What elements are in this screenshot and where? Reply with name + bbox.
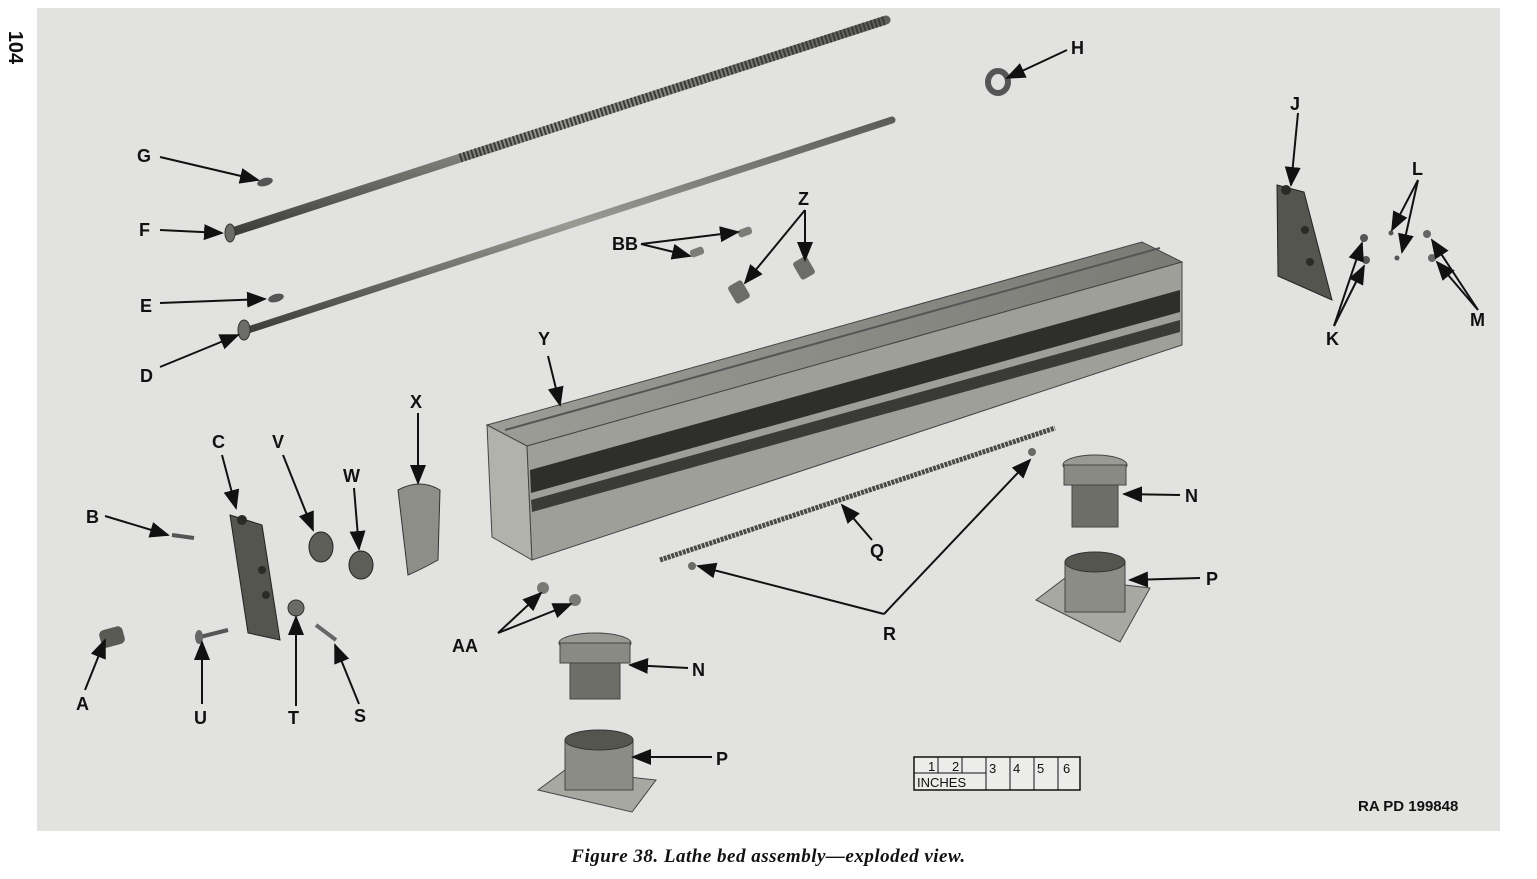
label-aa: AA	[452, 636, 478, 656]
pin-l2-part	[1394, 255, 1400, 261]
label-a: A	[76, 694, 89, 714]
inch-scale-ruler: 1 2 3 4 5 6 INCHES	[913, 756, 1081, 791]
screw-m1-part	[1423, 230, 1431, 238]
label-m: M	[1470, 310, 1485, 330]
screw-z1-part	[728, 280, 750, 304]
label-z: Z	[798, 189, 809, 209]
gear-v-part	[308, 531, 334, 563]
pin-bb2-part	[737, 226, 753, 238]
end-plate-j-part	[1276, 184, 1333, 301]
label-j: J	[1290, 94, 1300, 114]
reference-code: RA PD 199848	[1358, 798, 1458, 815]
label-d: D	[140, 366, 153, 386]
label-x: X	[410, 392, 422, 412]
label-l: L	[1412, 159, 1423, 179]
label-n2: N	[1185, 486, 1198, 506]
ball-aa2-part	[569, 594, 581, 606]
label-q: Q	[870, 541, 884, 561]
plug-n1-part	[558, 632, 632, 700]
end-plate-c-part	[229, 514, 281, 641]
pin-l1-part	[1388, 230, 1394, 236]
screw-m2-part	[1428, 254, 1436, 262]
washer-k1-part	[1360, 234, 1368, 242]
base-p1-part	[536, 729, 657, 813]
bracket-x-part	[397, 483, 441, 576]
pin-bb1-part	[689, 246, 705, 258]
label-b: B	[86, 507, 99, 527]
label-bb: BB	[612, 234, 638, 254]
plug-n2-part	[1062, 454, 1128, 528]
lead-screw-part	[224, 15, 891, 243]
nut-t-part	[287, 599, 305, 617]
ruler-tick-2: 2	[952, 759, 959, 774]
label-s: S	[354, 706, 366, 726]
label-h: H	[1071, 38, 1084, 58]
key-e-part	[268, 293, 284, 303]
label-v: V	[272, 432, 284, 452]
feed-rod-part	[237, 116, 896, 341]
label-k: K	[1326, 329, 1339, 349]
pin-r1-part	[688, 562, 696, 570]
label-g: G	[137, 146, 151, 166]
washer-k2-part	[1362, 256, 1370, 264]
label-t: T	[288, 708, 299, 728]
label-f: F	[139, 220, 150, 240]
screw-z2-part	[793, 256, 815, 280]
screw-b-part	[171, 533, 195, 540]
ruler-tick-3: 3	[989, 761, 996, 776]
ruler-tick-4: 4	[1013, 761, 1020, 776]
ruler-tick-5: 5	[1037, 761, 1044, 776]
ruler-tick-6: 6	[1063, 761, 1070, 776]
pin-s-part	[314, 623, 338, 642]
pin-u-part	[195, 628, 229, 644]
label-w: W	[343, 466, 360, 486]
label-p1: P	[716, 749, 728, 769]
label-p2: P	[1206, 569, 1218, 589]
label-u: U	[194, 708, 207, 728]
key-g-part	[257, 177, 273, 187]
ball-aa1-part	[537, 582, 549, 594]
label-r: R	[883, 624, 896, 644]
ruler-tick-1: 1	[928, 759, 935, 774]
lathe-bed-part	[485, 241, 1184, 561]
rack-part	[659, 425, 1056, 563]
base-p2-part	[1035, 551, 1151, 643]
label-e: E	[140, 296, 152, 316]
label-n1: N	[692, 660, 705, 680]
label-y: Y	[538, 329, 550, 349]
leader-arrows	[84, 49, 1479, 765]
ruler-unit-label: INCHES	[917, 775, 966, 790]
label-c: C	[212, 432, 225, 452]
ring-h-part	[985, 68, 1011, 96]
gear-w-part	[348, 550, 374, 580]
figure-caption: Figure 38. Lathe bed assembly—exploded v…	[571, 846, 966, 867]
pin-r2-part	[1028, 448, 1036, 456]
